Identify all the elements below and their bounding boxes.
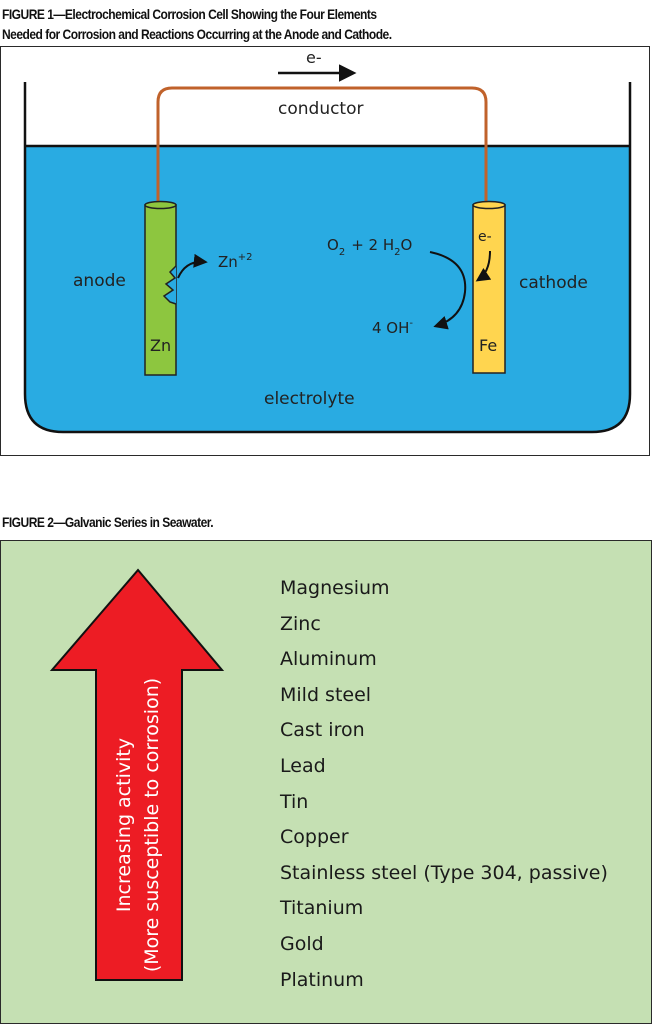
- zinc-ion-arrow: [177, 253, 208, 279]
- tank-outline: [23, 82, 632, 434]
- list-item: Mild steel: [280, 683, 372, 706]
- conductor-label: conductor: [278, 99, 364, 119]
- plus-two-h: + 2 H: [351, 236, 394, 254]
- conductor-wire: [156, 86, 488, 203]
- cathode-reactants: O2+ 2 H2O: [327, 236, 412, 258]
- cathode-electron-arrow: [475, 250, 492, 282]
- anode-metal-label: Zn: [150, 336, 171, 355]
- oxygen-subscript: 2: [339, 247, 345, 258]
- list-item: Cast iron: [280, 719, 365, 742]
- electrolyte-label: electrolyte: [264, 389, 355, 409]
- zinc-ion-label: Zn+2: [218, 252, 253, 271]
- oxygen-symbol: O: [327, 236, 339, 254]
- cathode-metal-label: Fe: [479, 336, 497, 355]
- galvanic-series-list: Magnesium Zinc Aluminum Mild steel Cast …: [280, 574, 608, 1001]
- hydroxide-text: 4 OH: [372, 319, 409, 337]
- list-item: Titanium: [280, 897, 364, 920]
- zinc-ion-symbol: Zn: [218, 253, 238, 271]
- list-item: Lead: [280, 754, 326, 777]
- list-item: Copper: [280, 826, 349, 849]
- cathode-label: cathode: [519, 273, 588, 293]
- anode-electrode: [144, 204, 177, 376]
- figure1-frame: [0, 46, 650, 456]
- electron-flow-label: e-: [306, 48, 322, 67]
- hydroxide-charge: -: [409, 318, 413, 329]
- anode-top: [144, 200, 177, 210]
- cathode-top: [472, 200, 506, 210]
- list-item: Aluminum: [280, 648, 377, 671]
- list-item: Platinum: [280, 968, 364, 991]
- figure1-caption-line2: Needed for Corrosion and Reactions Occur…: [2, 26, 392, 42]
- figure1-caption-line1: FIGURE 1—Electrochemical Corrosion Cell …: [2, 6, 377, 22]
- anode-pit: [162, 265, 177, 305]
- increasing-activity-arrow: [49, 568, 225, 981]
- water-subscript: 2: [394, 247, 400, 258]
- anode-label: anode: [73, 271, 126, 291]
- figure1-caption: FIGURE 1—Electrochemical Corrosion Cell …: [2, 4, 638, 44]
- list-item: Magnesium: [280, 577, 390, 599]
- water-o: O: [401, 236, 413, 254]
- list-item: Zinc: [280, 612, 321, 635]
- arrow-label-line1: Increasing activity: [113, 738, 135, 912]
- zinc-ion-charge: +2: [238, 252, 253, 263]
- cathode-reaction-arrow: [429, 251, 467, 330]
- activity-arrow-graphic: Increasing activity (More susceptible to…: [49, 568, 225, 981]
- figure2-caption: FIGURE 2—Galvanic Series in Seawater.: [2, 514, 214, 530]
- arrow-label-line2: (More susceptible to corrosion): [141, 678, 163, 972]
- list-item: Gold: [280, 932, 324, 955]
- cathode-electrode: [472, 204, 506, 374]
- cathode-electron-label: e-: [478, 229, 492, 245]
- list-item: Tin: [280, 790, 309, 813]
- hydroxide-label: 4 OH-: [372, 318, 413, 337]
- corrosion-cell-diagram: e- conductor anode Zn Zn+2 e- cathode Fe…: [23, 48, 632, 434]
- list-item: Stainless steel (Type 304, passive): [280, 861, 608, 884]
